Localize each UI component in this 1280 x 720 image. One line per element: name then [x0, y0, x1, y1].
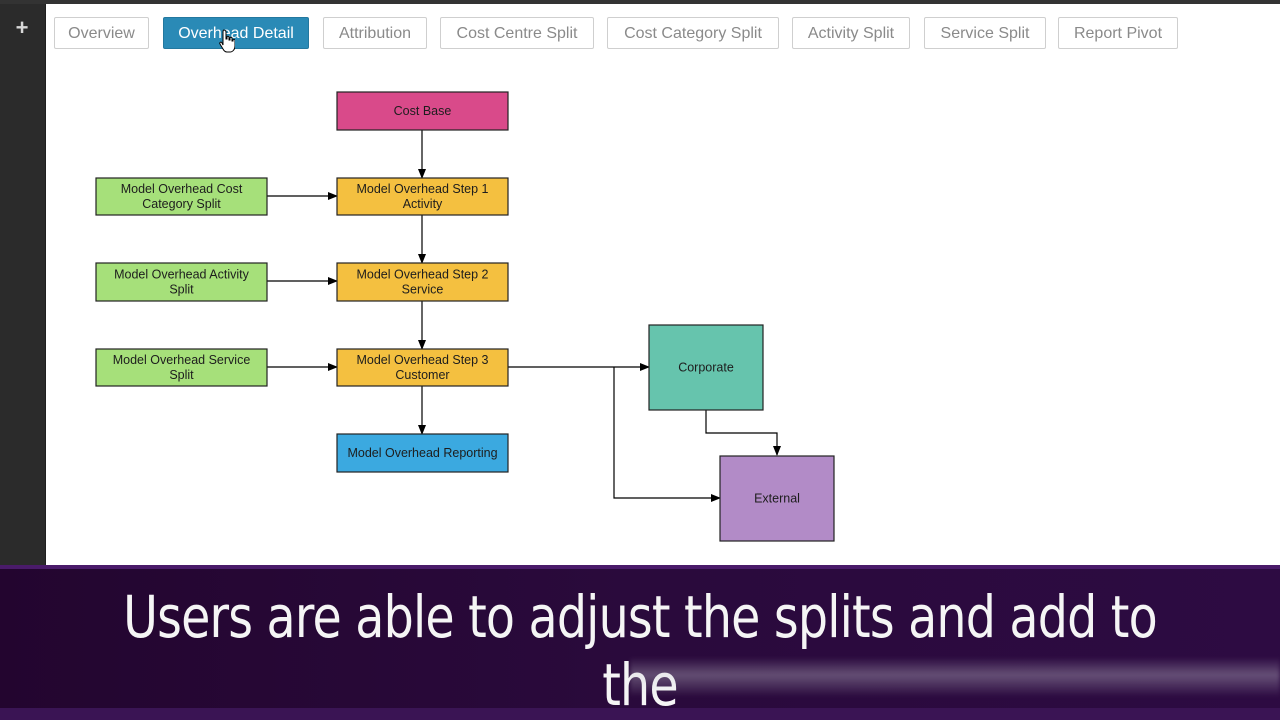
node-model-overhead-step-2-label: Service — [402, 283, 444, 297]
tab-report-pivot[interactable]: Report Pivot — [1058, 17, 1178, 49]
edge-step3-external — [613, 367, 721, 502]
top-strip — [0, 0, 1280, 4]
node-model-overhead-step-2-box — [336, 262, 509, 302]
node-model-overhead-step-3-box — [336, 348, 509, 387]
node-external[interactable]: External — [719, 455, 835, 542]
hand-cursor-icon — [219, 29, 235, 53]
connectors — [267, 130, 781, 502]
node-service-split-label: Split — [169, 368, 194, 382]
node-activity-split-label: Model Overhead Activity — [114, 268, 250, 282]
tab-cost-centre-split[interactable]: Cost Centre Split — [440, 17, 594, 49]
tab-overhead-detail[interactable]: Overhead Detail — [163, 17, 309, 49]
subtitle-text: Users are able to adjust the splits and … — [123, 583, 1158, 719]
banner-divider — [0, 565, 1280, 569]
node-model-overhead-reporting-box — [336, 433, 509, 473]
node-cost-category-split-box — [95, 177, 268, 216]
banner-glare — [630, 657, 1280, 697]
node-corporate-box — [648, 324, 764, 411]
node-external-label: External — [754, 492, 800, 506]
node-cost-base[interactable]: Cost Base — [336, 91, 509, 131]
node-model-overhead-step-3-label: Model Overhead Step 3 — [356, 353, 488, 367]
node-corporate-label: Corporate — [678, 361, 734, 375]
plus-icon[interactable]: + — [15, 15, 29, 40]
node-external-box — [719, 455, 835, 542]
edge-corporate-external — [705, 410, 781, 456]
node-cost-base-box — [336, 91, 509, 131]
tab-service-split[interactable]: Service Split — [924, 17, 1046, 49]
node-corporate[interactable]: Corporate — [648, 324, 764, 411]
tab-overview[interactable]: Overview — [54, 17, 149, 49]
node-model-overhead-reporting[interactable]: Model Overhead Reporting — [336, 433, 509, 473]
node-cost-category-split-label: Model Overhead Cost — [121, 182, 243, 196]
left-rail: + — [0, 4, 45, 565]
node-model-overhead-step-2-label: Model Overhead Step 2 — [356, 268, 488, 282]
node-cost-category-split-label: Category Split — [142, 197, 221, 211]
node-model-overhead-step-3-label: Customer — [395, 368, 449, 382]
node-model-overhead-reporting-label: Model Overhead Reporting — [347, 446, 497, 460]
main-content: Overview Overhead Detail Attribution Cos… — [46, 4, 1280, 565]
node-model-overhead-step-1-label: Model Overhead Step 1 — [356, 182, 488, 196]
node-cost-base-label: Cost Base — [394, 104, 452, 118]
node-model-overhead-step-1-label: Activity — [403, 197, 443, 211]
subtitle-banner: Users are able to adjust the splits and … — [0, 565, 1280, 720]
node-activity-split-label: Split — [169, 283, 194, 297]
tab-activity-split[interactable]: Activity Split — [792, 17, 910, 49]
tab-attribution[interactable]: Attribution — [323, 17, 427, 49]
node-activity-split-box — [95, 262, 268, 302]
bottom-bar — [0, 708, 1280, 720]
node-service-split-box — [95, 348, 268, 387]
tab-cost-category-split[interactable]: Cost Category Split — [607, 17, 779, 49]
node-model-overhead-step-1-box — [336, 177, 509, 216]
node-service-split-label: Model Overhead Service — [113, 353, 251, 367]
